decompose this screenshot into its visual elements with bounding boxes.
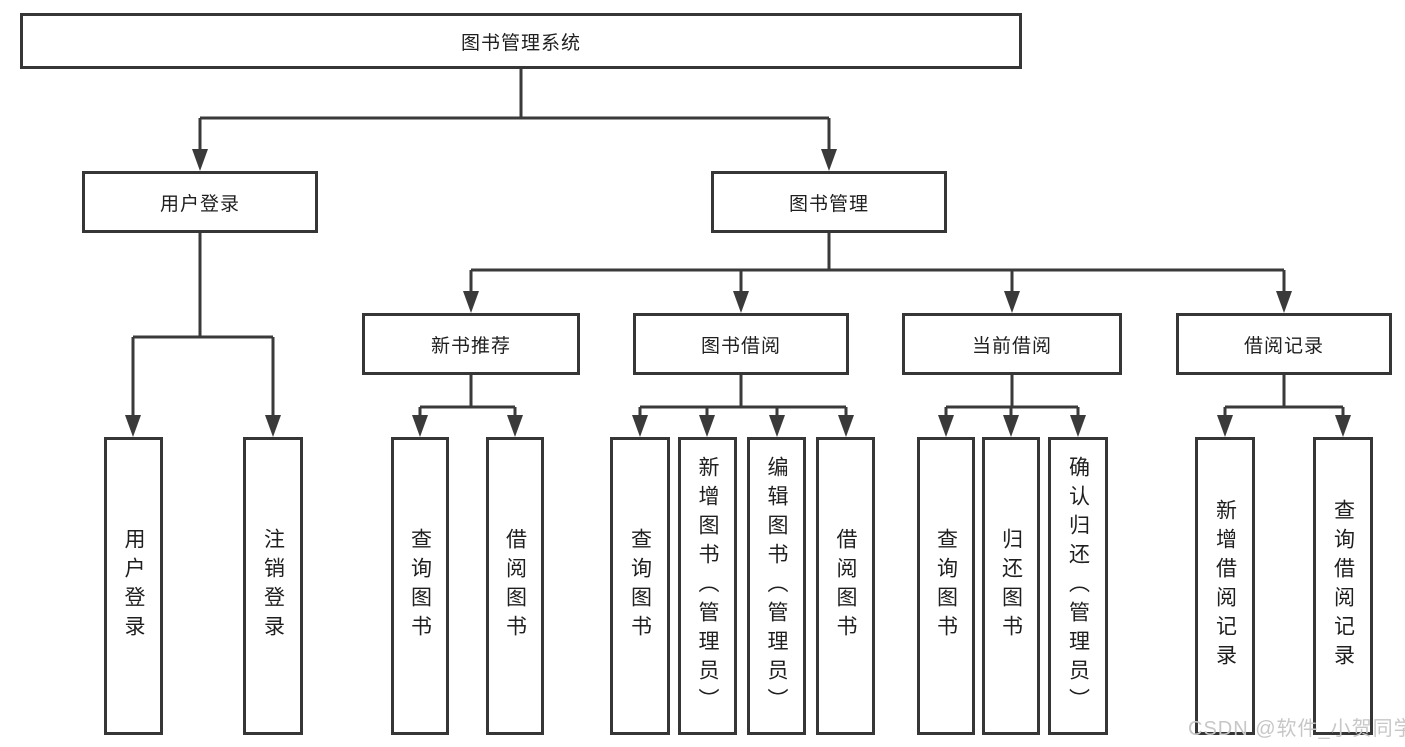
leaf-query-books-borrowing-label: 查询图书	[628, 528, 652, 644]
leaf-user-login: 用户登录	[104, 437, 163, 735]
connector-book-borrowing	[638, 375, 848, 418]
connector-borrowing-records	[1223, 375, 1345, 418]
leaf-return-books: 归还图书	[982, 437, 1040, 735]
leaf-edit-book-admin-label: 编辑图书（管理员）	[765, 455, 788, 717]
leaf-query-books-current: 查询图书	[917, 437, 975, 735]
leaf-confirm-return-admin: 确认归还（管理员）	[1048, 437, 1108, 735]
watermark: CSDN @软件_小贺同学	[1188, 718, 1405, 740]
leaf-borrow-books-borrowing-label: 借阅图书	[834, 528, 857, 644]
arrowhead-icon	[632, 415, 648, 437]
node-book-borrowing-label: 图书借阅	[700, 335, 781, 357]
node-library-system-label: 图书管理系统	[460, 32, 581, 54]
arrowhead-icon	[838, 415, 854, 437]
node-new-book-recommendation: 新书推荐	[362, 313, 580, 375]
arrowhead-icon	[507, 415, 523, 437]
arrowhead-icon	[1070, 415, 1086, 437]
leaf-logout-login: 注销登录	[243, 437, 303, 735]
node-book-management: 图书管理	[711, 171, 947, 233]
leaf-query-books-recommend-label: 查询图书	[408, 528, 432, 644]
arrowhead-icon	[1276, 291, 1292, 313]
arrowhead-icon	[1335, 415, 1351, 437]
leaf-logout-login-label: 注销登录	[261, 528, 285, 644]
node-current-borrowing: 当前借阅	[902, 313, 1122, 375]
leaf-return-books-label: 归还图书	[999, 528, 1023, 644]
leaf-add-borrow-record-label: 新增借阅记录	[1213, 499, 1237, 673]
node-book-borrowing: 图书借阅	[633, 313, 849, 375]
connector-user-login	[131, 233, 275, 417]
node-book-management-label: 图书管理	[788, 193, 869, 215]
leaf-borrow-books-recommend-label: 借阅图书	[503, 528, 527, 644]
arrowhead-icon	[265, 415, 281, 437]
arrowhead-icon	[192, 149, 208, 171]
leaf-add-book-admin-label: 新增图书（管理员）	[696, 455, 719, 717]
leaf-borrow-books-recommend: 借阅图书	[486, 437, 544, 735]
node-borrowing-records-label: 借阅记录	[1243, 335, 1324, 357]
node-new-book-recommendation-label: 新书推荐	[430, 335, 511, 357]
arrowhead-icon	[938, 415, 954, 437]
arrowhead-icon	[821, 149, 837, 171]
node-user-login-label: 用户登录	[159, 193, 240, 215]
connector-current-borrowing	[944, 375, 1080, 418]
leaf-user-login-label: 用户登录	[122, 528, 145, 644]
arrowhead-icon	[1003, 415, 1019, 437]
leaf-add-borrow-record: 新增借阅记录	[1195, 437, 1255, 735]
leaf-query-borrow-record-label: 查询借阅记录	[1331, 499, 1355, 673]
leaf-query-borrow-record: 查询借阅记录	[1313, 437, 1373, 735]
leaf-borrow-books-borrowing: 借阅图书	[816, 437, 875, 735]
arrowhead-icon	[125, 415, 141, 437]
leaf-confirm-return-admin-label: 确认归还（管理员）	[1066, 455, 1090, 717]
arrowhead-icon	[769, 415, 785, 437]
arrowhead-icon	[463, 291, 479, 313]
connector-new-book-recommendation	[418, 375, 517, 418]
node-library-system: 图书管理系统	[20, 13, 1022, 69]
node-user-login: 用户登录	[82, 171, 318, 233]
connector-book-management	[469, 233, 1286, 293]
node-borrowing-records: 借阅记录	[1176, 313, 1392, 375]
arrowhead-icon	[1004, 291, 1020, 313]
leaf-edit-book-admin: 编辑图书（管理员）	[747, 437, 806, 735]
node-current-borrowing-label: 当前借阅	[971, 335, 1052, 357]
leaf-query-books-current-label: 查询图书	[934, 528, 958, 644]
leaf-add-book-admin: 新增图书（管理员）	[678, 437, 737, 735]
connector-root	[198, 69, 831, 151]
arrowhead-icon	[1217, 415, 1233, 437]
leaf-query-books-recommend: 查询图书	[391, 437, 449, 735]
arrowhead-icon	[699, 415, 715, 437]
arrowhead-icon	[412, 415, 428, 437]
leaf-query-books-borrowing: 查询图书	[610, 437, 670, 735]
arrowhead-icon	[733, 291, 749, 313]
